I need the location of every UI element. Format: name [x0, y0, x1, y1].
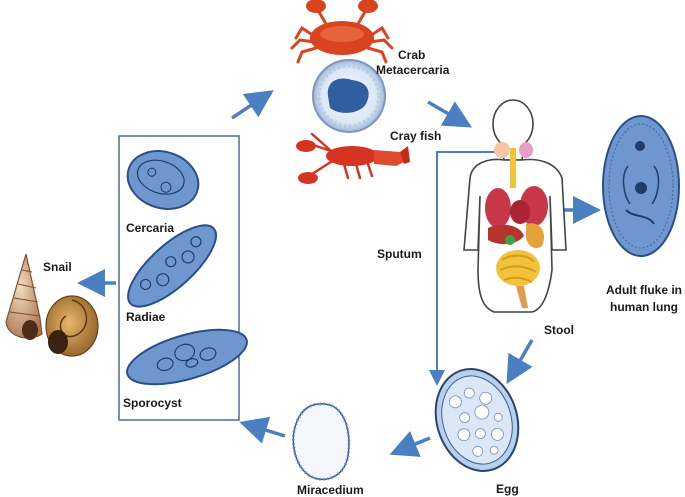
crab-image: [290, 0, 394, 64]
adult-fluke-label-line2: human lung: [610, 300, 678, 314]
egg-label: Egg: [496, 482, 519, 496]
sporocyst-image: [126, 328, 248, 386]
adult-fluke-image: [602, 115, 680, 257]
sputum-label: Sputum: [377, 247, 422, 261]
radiae-label: Radiae: [126, 310, 166, 324]
snail-image: [5, 253, 99, 357]
arrow-egg-to-miracedium: [389, 431, 431, 457]
metacercaria-image: [312, 59, 386, 133]
cercaria-image: [126, 150, 200, 210]
adult-fluke-label-line1: Adult fluke in: [606, 283, 682, 297]
miracedium-label: Miracedium: [297, 483, 364, 497]
arrow-to-human: [427, 100, 473, 128]
sporocyst-label: Sporocyst: [123, 396, 182, 410]
adult-fluke-label: Adult fluke in human lung: [600, 283, 685, 314]
egg-image: [434, 368, 520, 472]
radiae-image: [127, 224, 217, 308]
crayfish-image: [296, 132, 410, 184]
arrow-stool-to-egg: [506, 339, 534, 385]
human-body-image: [463, 99, 567, 313]
stool-label: Stool: [544, 323, 574, 337]
sputum-path: [429, 151, 498, 386]
metacercaria-label: Metacercaria: [376, 63, 450, 77]
snail-label: Snail: [43, 260, 72, 274]
cercaria-label: Cercaria: [126, 221, 175, 235]
crab-label: Crab: [398, 48, 426, 62]
miracedium-image: [291, 402, 351, 481]
arrow-to-crab: [231, 90, 274, 120]
arrow-miracedium-to-box: [239, 416, 286, 444]
crayfish-label: Cray fish: [390, 129, 442, 143]
